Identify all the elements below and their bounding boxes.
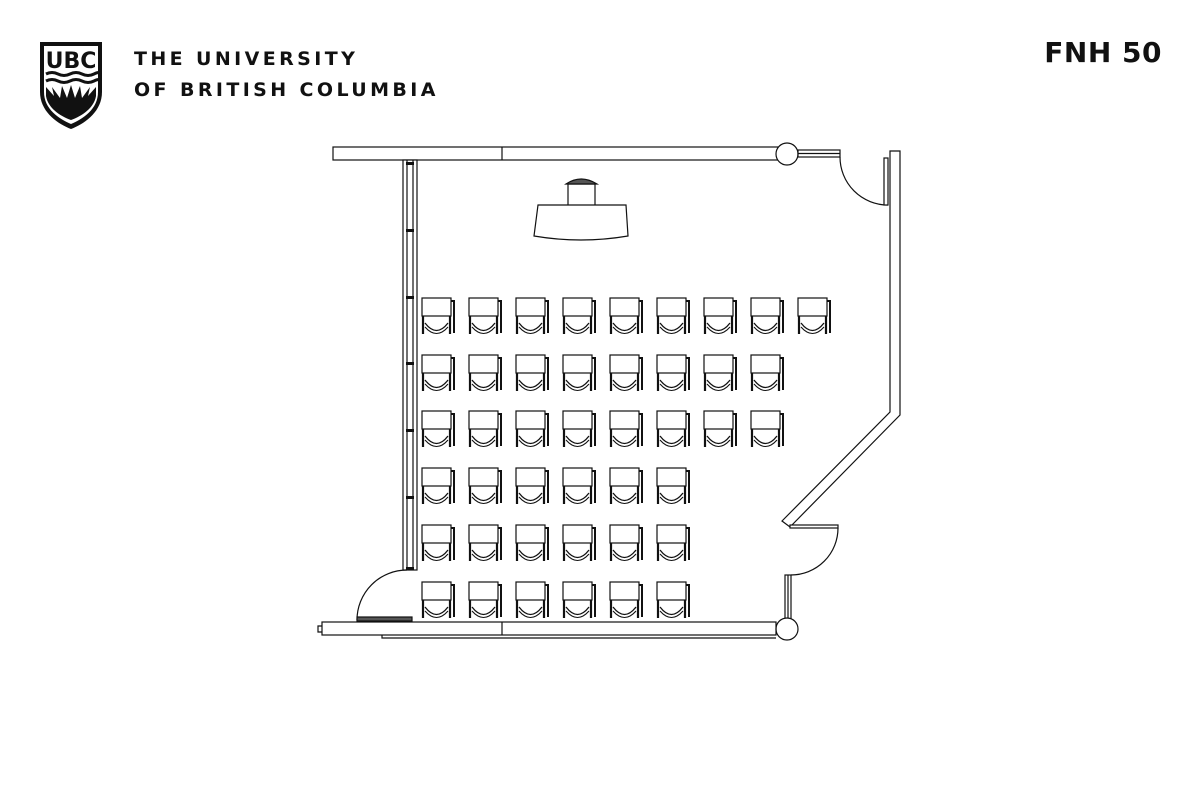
room-code: FNH 50 (1044, 36, 1162, 69)
institution-line-1: THE UNIVERSITY (134, 48, 359, 70)
door-top-right (839, 156, 889, 206)
ubc-letters: UBC (46, 49, 97, 74)
row-6 (420, 580, 691, 620)
lectern-icon (533, 178, 629, 241)
ubc-crest-icon: UBC (40, 42, 102, 129)
row-3 (420, 409, 785, 449)
window-mullions (406, 162, 414, 570)
door-bottom-left (356, 569, 408, 621)
row-5 (420, 523, 691, 563)
column-top-right (775, 142, 799, 166)
row-1 (420, 296, 832, 336)
row-2 (420, 353, 785, 393)
seating (420, 296, 832, 620)
bottom-wall (321, 621, 777, 636)
column-bottom-right (775, 617, 799, 641)
right-wall (781, 150, 901, 528)
institution-line-2: OF BRITISH COLUMBIA (134, 79, 439, 101)
row-4 (420, 466, 691, 506)
top-wall (332, 146, 781, 161)
door-right (790, 527, 839, 576)
institution-wordmark: THE UNIVERSITY OF BRITISH COLUMBIA (134, 44, 439, 106)
